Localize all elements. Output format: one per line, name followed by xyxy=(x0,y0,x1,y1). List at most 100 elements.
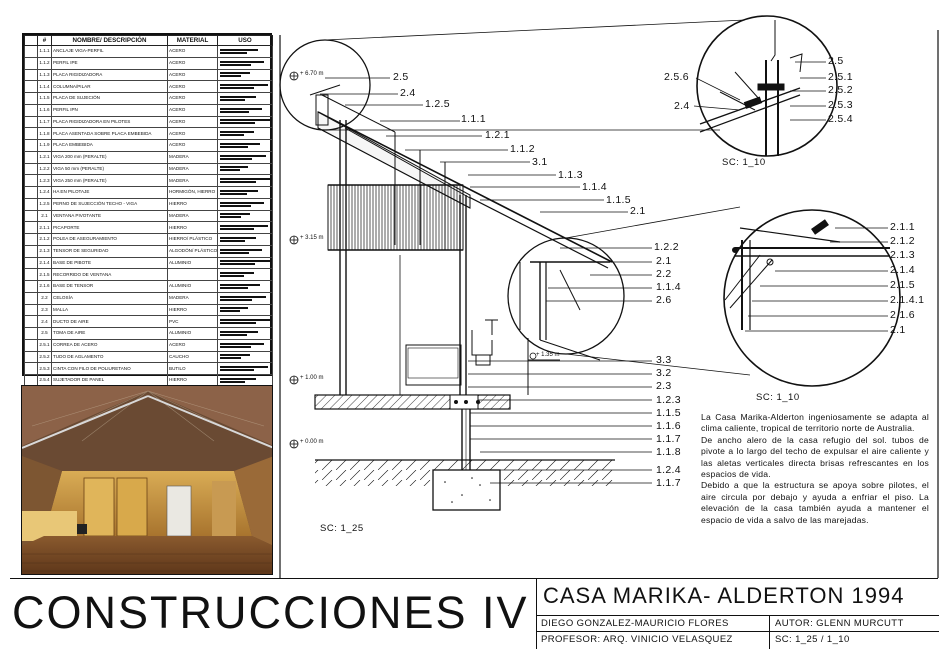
use-bar xyxy=(220,286,248,289)
use-bar xyxy=(220,295,266,298)
use-bar xyxy=(220,51,247,54)
row-use-bars xyxy=(217,303,273,317)
use-bar xyxy=(220,134,244,137)
row-use-bars xyxy=(217,80,273,93)
row-use-bars xyxy=(217,362,273,375)
use-bar xyxy=(220,110,250,113)
section-callout-label: 1.1.7 xyxy=(656,477,681,489)
use-bar xyxy=(220,275,244,278)
use-bar xyxy=(220,131,254,134)
students-names: DIEGO GONZALEZ-MAURICIO FLORES xyxy=(541,618,729,629)
use-bar xyxy=(220,87,254,90)
row-material: ACERO xyxy=(167,338,218,352)
row-name: MALLA xyxy=(51,303,168,317)
row-name: TOMA DE AIRE xyxy=(51,327,168,340)
section-callout-label: 3.1 xyxy=(532,156,548,168)
use-bar xyxy=(220,272,254,275)
use-bar xyxy=(220,189,258,192)
level-mark-670: + 6.70 m xyxy=(300,71,324,77)
section-callout-label: 2.4 xyxy=(400,87,416,99)
row-use-bars xyxy=(217,45,273,58)
row-code: 2.5.2 xyxy=(37,350,52,364)
right-detail-callout-label: 2.1.1 xyxy=(890,221,915,233)
level-mark-315: + 3.15 m xyxy=(300,235,324,241)
use-bar xyxy=(220,98,246,101)
section-callout-label: 2.1 xyxy=(630,205,646,217)
section-callout-label: 1.1.4 xyxy=(656,281,681,293)
row-code: 1.1.2 xyxy=(37,56,52,70)
row-material: ALUMINIO xyxy=(167,327,218,340)
use-bar xyxy=(220,369,254,372)
use-bar xyxy=(220,142,260,145)
right-detail-callout-label: 2.1.2 xyxy=(890,235,915,247)
right-detail-callout-label: 2.1.3 xyxy=(890,249,915,261)
use-bar xyxy=(220,60,264,63)
section-callout-label: 2.2 xyxy=(656,268,672,280)
top-detail-callout-label: 2.5.6 xyxy=(664,71,689,83)
use-bar xyxy=(220,251,250,254)
section-callout-label: 1.1.1 xyxy=(461,113,486,125)
row-code: 1.1.6 xyxy=(37,103,52,117)
right-detail-callout-label: 2.1.4.1 xyxy=(890,294,925,306)
use-bar xyxy=(220,283,260,286)
use-bar xyxy=(220,95,256,98)
scale-section: SC: 1_25 xyxy=(320,523,364,534)
section-callout-label: 1.2.2 xyxy=(654,241,679,253)
title-block: CONSTRUCCIONES IV CASA MARIKA- ALDERTON … xyxy=(10,578,939,649)
use-bar xyxy=(220,154,266,157)
section-callout-label: 1.1.5 xyxy=(656,407,681,419)
row-material: MADERA xyxy=(167,291,218,305)
row-use-bars xyxy=(217,327,273,340)
title-block-info: CASA MARIKA- ALDERTON 1994 DIEGO GONZALE… xyxy=(536,579,939,649)
project-title: CASA MARIKA- ALDERTON 1994 xyxy=(543,583,905,608)
use-bar xyxy=(220,319,272,322)
row-name: PLACA RIGIDIZADORA EN PILOTES xyxy=(51,115,168,129)
row-use-bars xyxy=(217,139,273,152)
author-name: AUTOR: GLENN MURCUTT xyxy=(775,618,904,629)
row-use-bars xyxy=(217,56,273,70)
section-callout-label: 1.1.6 xyxy=(656,420,681,432)
row-name: COLUMNA/PILAR xyxy=(51,80,168,93)
material-schedule-table: # NOMBRE/ DESCRIPCIÓN MATERIAL USO 1.1.1… xyxy=(22,33,273,446)
use-bar xyxy=(220,225,268,228)
row-use-bars xyxy=(217,280,273,293)
top-detail-callout-label: 2.4 xyxy=(674,100,690,112)
level-mark-000: + 0.00 m xyxy=(300,439,324,445)
use-bar xyxy=(220,178,272,181)
use-bar xyxy=(220,377,256,380)
use-bar xyxy=(220,260,270,263)
use-bar xyxy=(220,366,268,369)
section-callout-label: 2.1 xyxy=(656,255,672,267)
scale-right-detail: SC: 1_10 xyxy=(756,392,800,403)
top-detail-callout-label: 2.5.1 xyxy=(828,71,853,83)
right-detail-callout-label: 2.1.6 xyxy=(890,309,915,321)
use-bar xyxy=(220,192,247,195)
row-code: 1.1.3 xyxy=(37,68,52,82)
section-callout-label: 1.1.5 xyxy=(606,194,631,206)
row-use-bars xyxy=(217,103,273,117)
scale-top-detail: SC: 1_10 xyxy=(722,157,766,168)
use-bar xyxy=(220,119,270,122)
row-use-bars xyxy=(217,92,273,105)
row-use-bars xyxy=(217,115,273,129)
section-callout-label: 1.1.8 xyxy=(656,446,681,458)
use-bar xyxy=(220,330,258,333)
use-bar xyxy=(220,157,253,160)
row-code: 2.2 xyxy=(37,291,52,305)
section-callout-label: 1.1.7 xyxy=(656,433,681,445)
section-callout-label: 2.3 xyxy=(656,380,672,392)
interior-photo-drawing xyxy=(22,386,272,574)
project-description: La Casa Marika-Alderton ingeniosamente s… xyxy=(701,412,929,526)
use-bar xyxy=(220,72,250,75)
use-bar xyxy=(220,239,246,242)
use-bar xyxy=(220,310,240,313)
